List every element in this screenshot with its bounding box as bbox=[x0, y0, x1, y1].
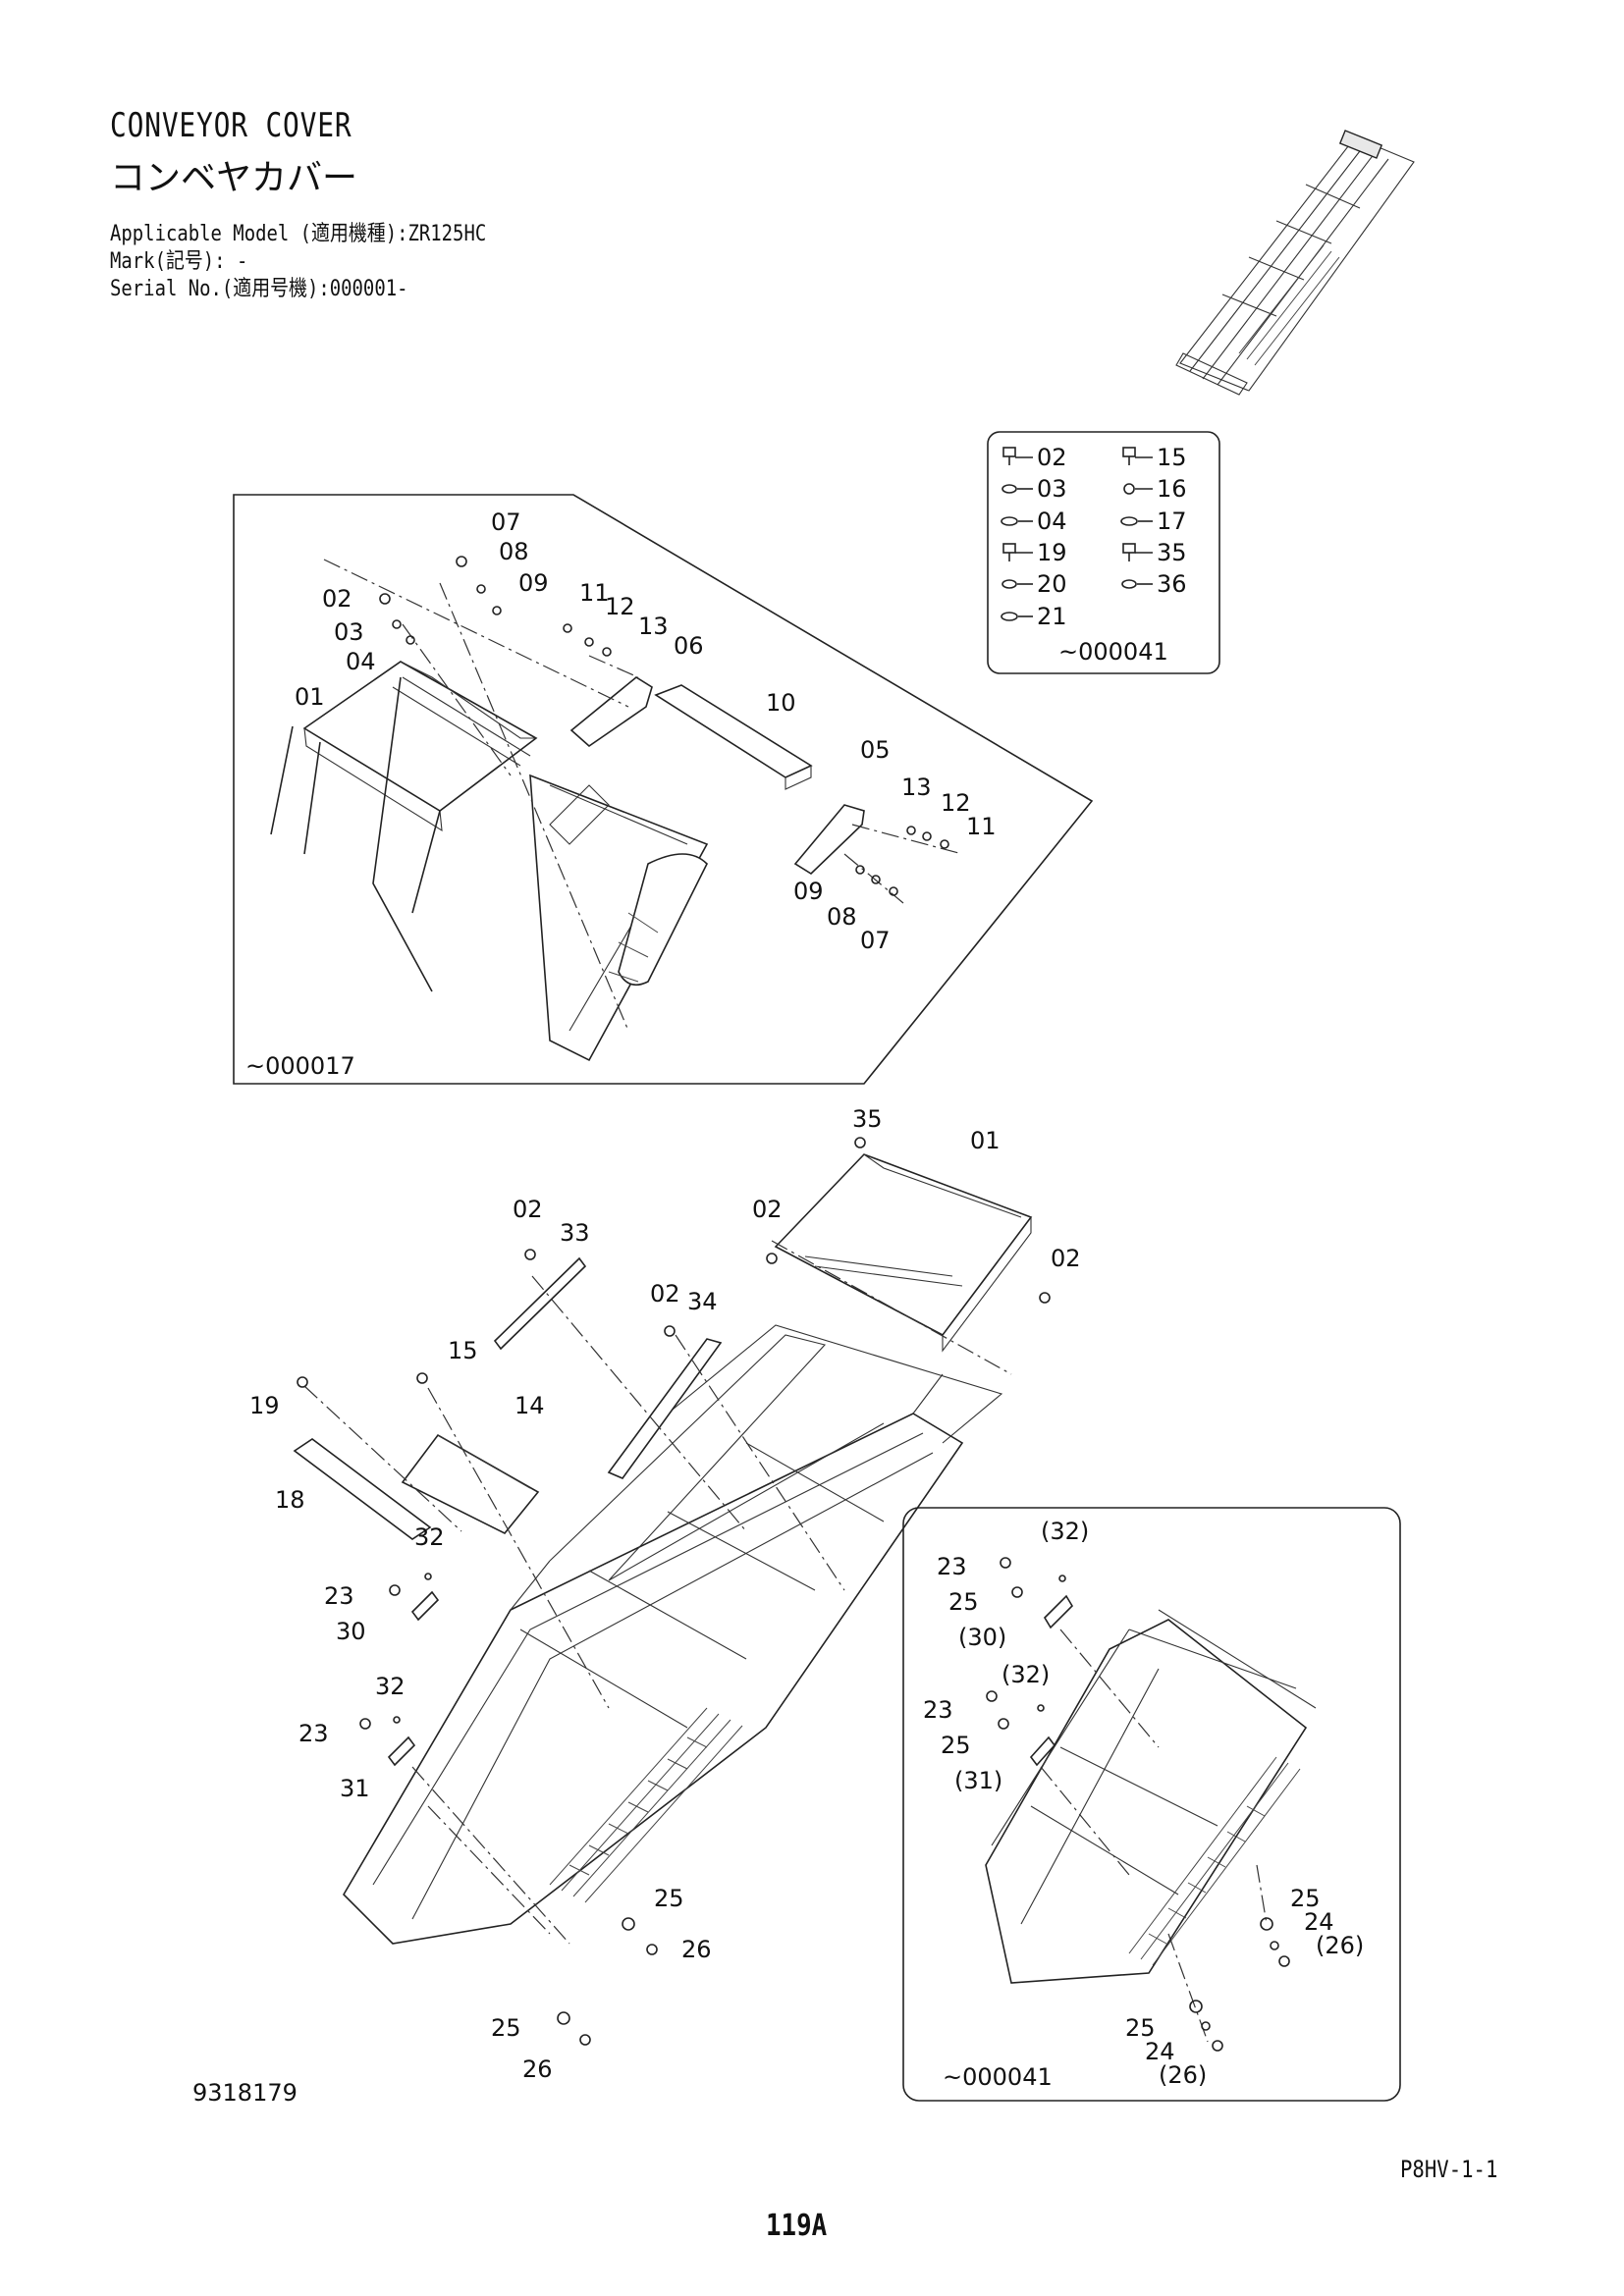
part-callout: 14 bbox=[514, 1392, 545, 1419]
part-callout: 02 bbox=[513, 1196, 543, 1223]
mark-line: Mark(記号): - bbox=[110, 249, 248, 274]
legend-label: 04 bbox=[1037, 507, 1067, 535]
part-callout: 25 bbox=[1290, 1885, 1321, 1912]
part-callout: 06 bbox=[674, 632, 704, 660]
part-callout: 05 bbox=[860, 736, 891, 764]
part-callout: 26 bbox=[522, 2056, 553, 2083]
part-callout: (26) bbox=[1316, 1932, 1364, 1959]
part-callout: 11 bbox=[579, 579, 610, 607]
part-callout: 30 bbox=[336, 1618, 366, 1645]
page-title-japanese: コンベヤカバー bbox=[110, 158, 358, 198]
part-callout: 01 bbox=[295, 683, 325, 711]
part-callout: 11 bbox=[966, 813, 997, 840]
part-callout: 24 bbox=[1145, 2038, 1175, 2065]
part-callout: 02 bbox=[650, 1280, 680, 1308]
page-title: CONVEYOR COVER bbox=[110, 106, 352, 145]
fastener-legend: 02 15 03 16 04 17 19 35 20 36 21 ~000041 bbox=[987, 431, 1220, 674]
part-callout: 02 bbox=[1051, 1245, 1081, 1272]
part-callout: (32) bbox=[1001, 1661, 1050, 1688]
legend-serial: ~000041 bbox=[1058, 638, 1168, 666]
part-callout: 23 bbox=[324, 1582, 354, 1610]
part-callout: 18 bbox=[275, 1486, 305, 1514]
part-callout: 23 bbox=[937, 1553, 967, 1580]
part-callout: 25 bbox=[941, 1732, 971, 1759]
legend-label: 20 bbox=[1037, 570, 1067, 598]
legend-label: 35 bbox=[1157, 539, 1187, 566]
legend-label: 21 bbox=[1037, 603, 1067, 630]
detail-serial: ~000017 bbox=[245, 1052, 355, 1080]
inset-view: (32) 23 25 (30) (32) 23 25 (31) 25 24 (2… bbox=[902, 1507, 1401, 2102]
legend-frame bbox=[987, 431, 1220, 674]
part-callout: 32 bbox=[414, 1523, 445, 1551]
legend-label: 16 bbox=[1157, 475, 1187, 503]
part-callout: 19 bbox=[249, 1392, 280, 1419]
part-callout: 12 bbox=[605, 593, 635, 620]
legend-label: 03 bbox=[1037, 475, 1067, 503]
part-callout: 33 bbox=[560, 1219, 590, 1247]
part-callout: 09 bbox=[518, 569, 549, 597]
part-callout: 13 bbox=[638, 613, 669, 640]
main-exploded-view: 35 01 02 02 02 33 02 34 15 19 14 18 32 2… bbox=[249, 1105, 1081, 2083]
part-callout: 15 bbox=[448, 1337, 478, 1364]
part-callout: 02 bbox=[752, 1196, 783, 1223]
part-callout: 02 bbox=[322, 585, 352, 613]
part-callout: 08 bbox=[827, 903, 857, 931]
part-callout: 23 bbox=[923, 1696, 953, 1724]
legend-label: 19 bbox=[1037, 539, 1067, 566]
part-callout: 25 bbox=[1125, 2014, 1156, 2042]
page-number: 119A bbox=[766, 2209, 828, 2243]
inset-frame bbox=[902, 1507, 1401, 2102]
inset-serial: ~000041 bbox=[943, 2063, 1053, 2091]
part-callout: 09 bbox=[793, 878, 824, 905]
part-callout: 25 bbox=[948, 1588, 979, 1616]
part-callout: 25 bbox=[654, 1885, 684, 1912]
part-callout: (32) bbox=[1041, 1518, 1089, 1545]
page-reference: P8HV-1-1 bbox=[1400, 2156, 1498, 2183]
legend-label: 02 bbox=[1037, 444, 1067, 471]
part-callout: 01 bbox=[970, 1127, 1001, 1154]
part-callout: 07 bbox=[491, 508, 521, 536]
part-callout: 23 bbox=[298, 1720, 329, 1747]
part-callout: 34 bbox=[687, 1288, 718, 1315]
legend-label: 17 bbox=[1157, 507, 1187, 535]
part-callout: 10 bbox=[766, 689, 796, 717]
part-callout: 25 bbox=[491, 2014, 521, 2042]
upper-detail-panel: 07 08 09 02 03 04 11 12 13 06 01 10 05 1… bbox=[233, 494, 1094, 1085]
serial-line: Serial No.(適用号機):000001- bbox=[110, 277, 408, 301]
legend-label: 36 bbox=[1157, 570, 1187, 598]
part-callout: 31 bbox=[340, 1775, 370, 1802]
part-callout: 07 bbox=[860, 927, 891, 954]
applicable-model: Applicable Model (適用機種):ZR125HC bbox=[110, 222, 487, 246]
part-callout: 03 bbox=[334, 618, 364, 646]
part-callout: 04 bbox=[346, 648, 376, 675]
legend-label: 15 bbox=[1157, 444, 1187, 471]
part-callout: (30) bbox=[958, 1624, 1006, 1651]
part-callout: 24 bbox=[1304, 1908, 1334, 1936]
drawing-number: 9318179 bbox=[192, 2079, 298, 2107]
part-callout: (26) bbox=[1159, 2061, 1207, 2089]
part-callout: 32 bbox=[375, 1673, 406, 1700]
detail-frame bbox=[233, 494, 1094, 1085]
part-callout: (31) bbox=[954, 1767, 1002, 1794]
part-callout: 12 bbox=[941, 789, 971, 817]
machine-overview-thumbnail bbox=[1175, 130, 1415, 396]
part-callout: 13 bbox=[901, 774, 932, 801]
part-callout: 35 bbox=[852, 1105, 883, 1133]
part-callout: 08 bbox=[499, 538, 529, 565]
part-callout: 26 bbox=[681, 1936, 712, 1963]
